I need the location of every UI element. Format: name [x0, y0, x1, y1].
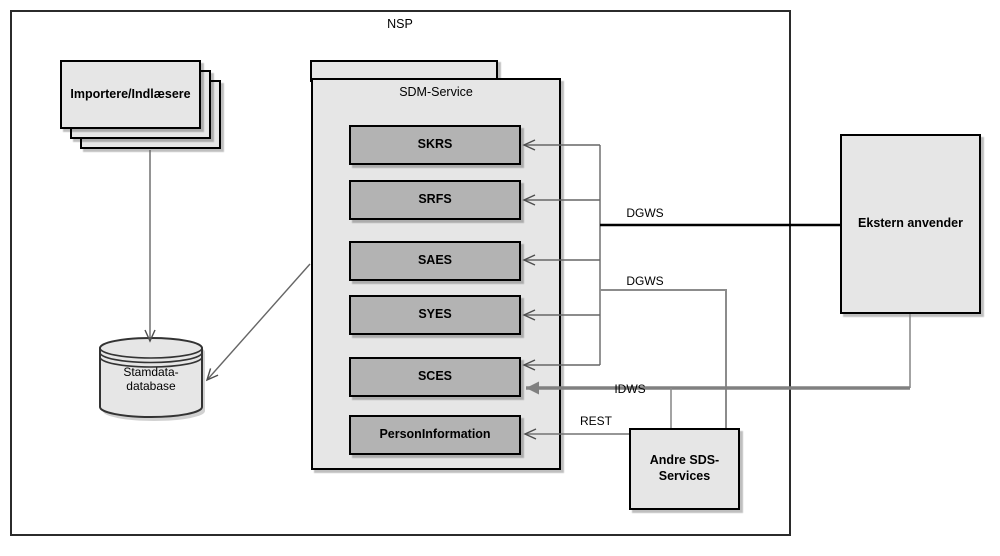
external-consumer-box: Ekstern anvender	[840, 134, 981, 314]
rest-label: REST	[579, 414, 613, 428]
dgws-external-label: DGWS	[626, 206, 664, 220]
other-sds-line1: Andre SDS-	[649, 453, 720, 468]
sdm-service-title: SDM-Service	[399, 85, 473, 99]
service-box-srfs: SRFS	[349, 180, 521, 220]
service-label-personinformation: PersonInformation	[379, 427, 491, 442]
service-label-srfs: SRFS	[418, 192, 452, 207]
service-label-skrs: SKRS	[417, 137, 453, 152]
database-label: Stamdata- database	[101, 365, 201, 394]
importers-box: Importere/Indlæsere	[60, 60, 201, 129]
database-label-line2: database	[126, 379, 176, 394]
database-label-line1: Stamdata-	[123, 365, 179, 379]
service-box-sces: SCES	[349, 357, 521, 397]
other-sds-services-label: Andre SDS- Services	[650, 453, 719, 484]
dgws-andre-label: DGWS	[626, 274, 664, 288]
importers-label: Importere/Indlæsere	[70, 86, 191, 101]
nsp-label: NSP	[387, 17, 413, 31]
service-box-personinformation: PersonInformation	[349, 415, 521, 455]
service-label-saes: SAES	[417, 253, 453, 268]
idws-label: IDWS	[614, 382, 646, 396]
other-sds-line2: Services	[658, 469, 711, 483]
service-box-syes: SYES	[349, 295, 521, 335]
service-box-skrs: SKRS	[349, 125, 521, 165]
external-consumer-label: Ekstern anvender	[858, 216, 963, 231]
service-box-saes: SAES	[349, 241, 521, 281]
other-sds-services-box: Andre SDS- Services	[629, 428, 740, 510]
service-label-sces: SCES	[417, 369, 453, 384]
service-label-syes: SYES	[418, 307, 452, 322]
